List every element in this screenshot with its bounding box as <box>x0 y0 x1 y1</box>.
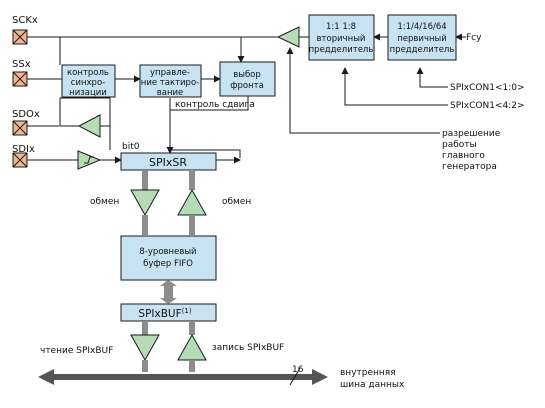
wires <box>27 33 466 164</box>
spibuf-block: SPIxBUF(1) <box>120 303 217 322</box>
enable-line3: главного <box>442 151 485 161</box>
sync-control-block: контроль синхро- низации <box>61 64 116 98</box>
exchange-left-label: обмен <box>90 197 119 207</box>
bus-width-label: 16 <box>292 365 304 375</box>
primary-line2: предделитель <box>390 45 455 55</box>
primary-prescaler-block: 1:1/4/16/64 первичный предделитель <box>387 14 457 61</box>
enable-line4: генератора <box>442 162 497 172</box>
clock-control-block: управле- ние тактиро- вание <box>139 64 202 98</box>
secondary-prescaler-block: 1:1 1:8 вторичный предделитель <box>308 14 375 61</box>
internal-data-bus <box>38 367 328 386</box>
read-buffer-icon <box>130 334 160 362</box>
pin-sckx: SCKx <box>12 15 38 45</box>
pin-sdix: SDIx <box>12 144 35 168</box>
enable-line1: разрешение <box>442 129 501 139</box>
read-buf-label: чтение SPIxBUF <box>40 346 113 356</box>
sync-line3: низации <box>69 88 107 98</box>
shift-control-label: контроль сдвига <box>175 100 255 110</box>
clock-line1: управле- <box>150 68 190 78</box>
pin-sdix-label: SDIx <box>12 144 35 155</box>
exchange-right-label: обмен <box>222 197 251 207</box>
clock-line3: вание <box>157 88 184 98</box>
sync-line2: синхро- <box>71 78 105 88</box>
edge-line2: фронта <box>230 81 264 91</box>
exchange-down-buffer-icon <box>130 189 160 217</box>
sdo-buffer-icon <box>77 114 101 138</box>
bus-line2: шина данных <box>340 380 405 390</box>
pin-ssx-label: SSx <box>12 59 31 70</box>
secondary-ratio: 1:1 1:8 <box>326 22 356 32</box>
pin-ssx: SSx <box>12 59 31 87</box>
shift-register-label: SPIxSR <box>149 156 187 169</box>
pin-sdox-label: SDOx <box>12 109 40 120</box>
spicon-1-0-label: SPIxCON1<1:0> <box>450 83 525 93</box>
spibuf-label: SPIxBUF(1) <box>138 307 191 320</box>
clock-line2: ние тактиро- <box>141 78 199 88</box>
secondary-line1: вторичный <box>317 34 366 44</box>
spicon-4-2-label: SPIxCON1<4:2> <box>450 101 525 111</box>
sync-line1: контроль <box>67 68 109 78</box>
write-buffer-icon <box>177 333 207 361</box>
bus-line1: внутренняя <box>340 368 396 378</box>
fifo-block: 8-уровневый буфер FIFO <box>120 235 217 281</box>
pin-sdox: SDOx <box>12 109 40 136</box>
shift-register-block: SPIxSR <box>120 152 217 171</box>
bit0-label: bit0 <box>122 142 140 152</box>
primary-line1: первичный <box>397 34 447 44</box>
fcy-label: Fcy <box>466 33 482 43</box>
edge-line1: выбор <box>233 70 261 80</box>
write-buf-label: запись SPIxBUF <box>212 343 284 353</box>
edge-select-block: выбор фронта <box>219 61 276 97</box>
sck-buffer-icon <box>276 26 300 48</box>
enable-line2: работы <box>442 140 477 150</box>
fifo-line1: 8-уровневый <box>139 247 196 257</box>
primary-ratio: 1:1/4/16/64 <box>397 22 446 32</box>
pin-sckx-label: SCKx <box>12 15 38 26</box>
exchange-up-buffer-icon <box>177 188 207 216</box>
fifo-line2: буфер FIFO <box>143 259 193 269</box>
secondary-line2: предделитель <box>309 45 374 55</box>
